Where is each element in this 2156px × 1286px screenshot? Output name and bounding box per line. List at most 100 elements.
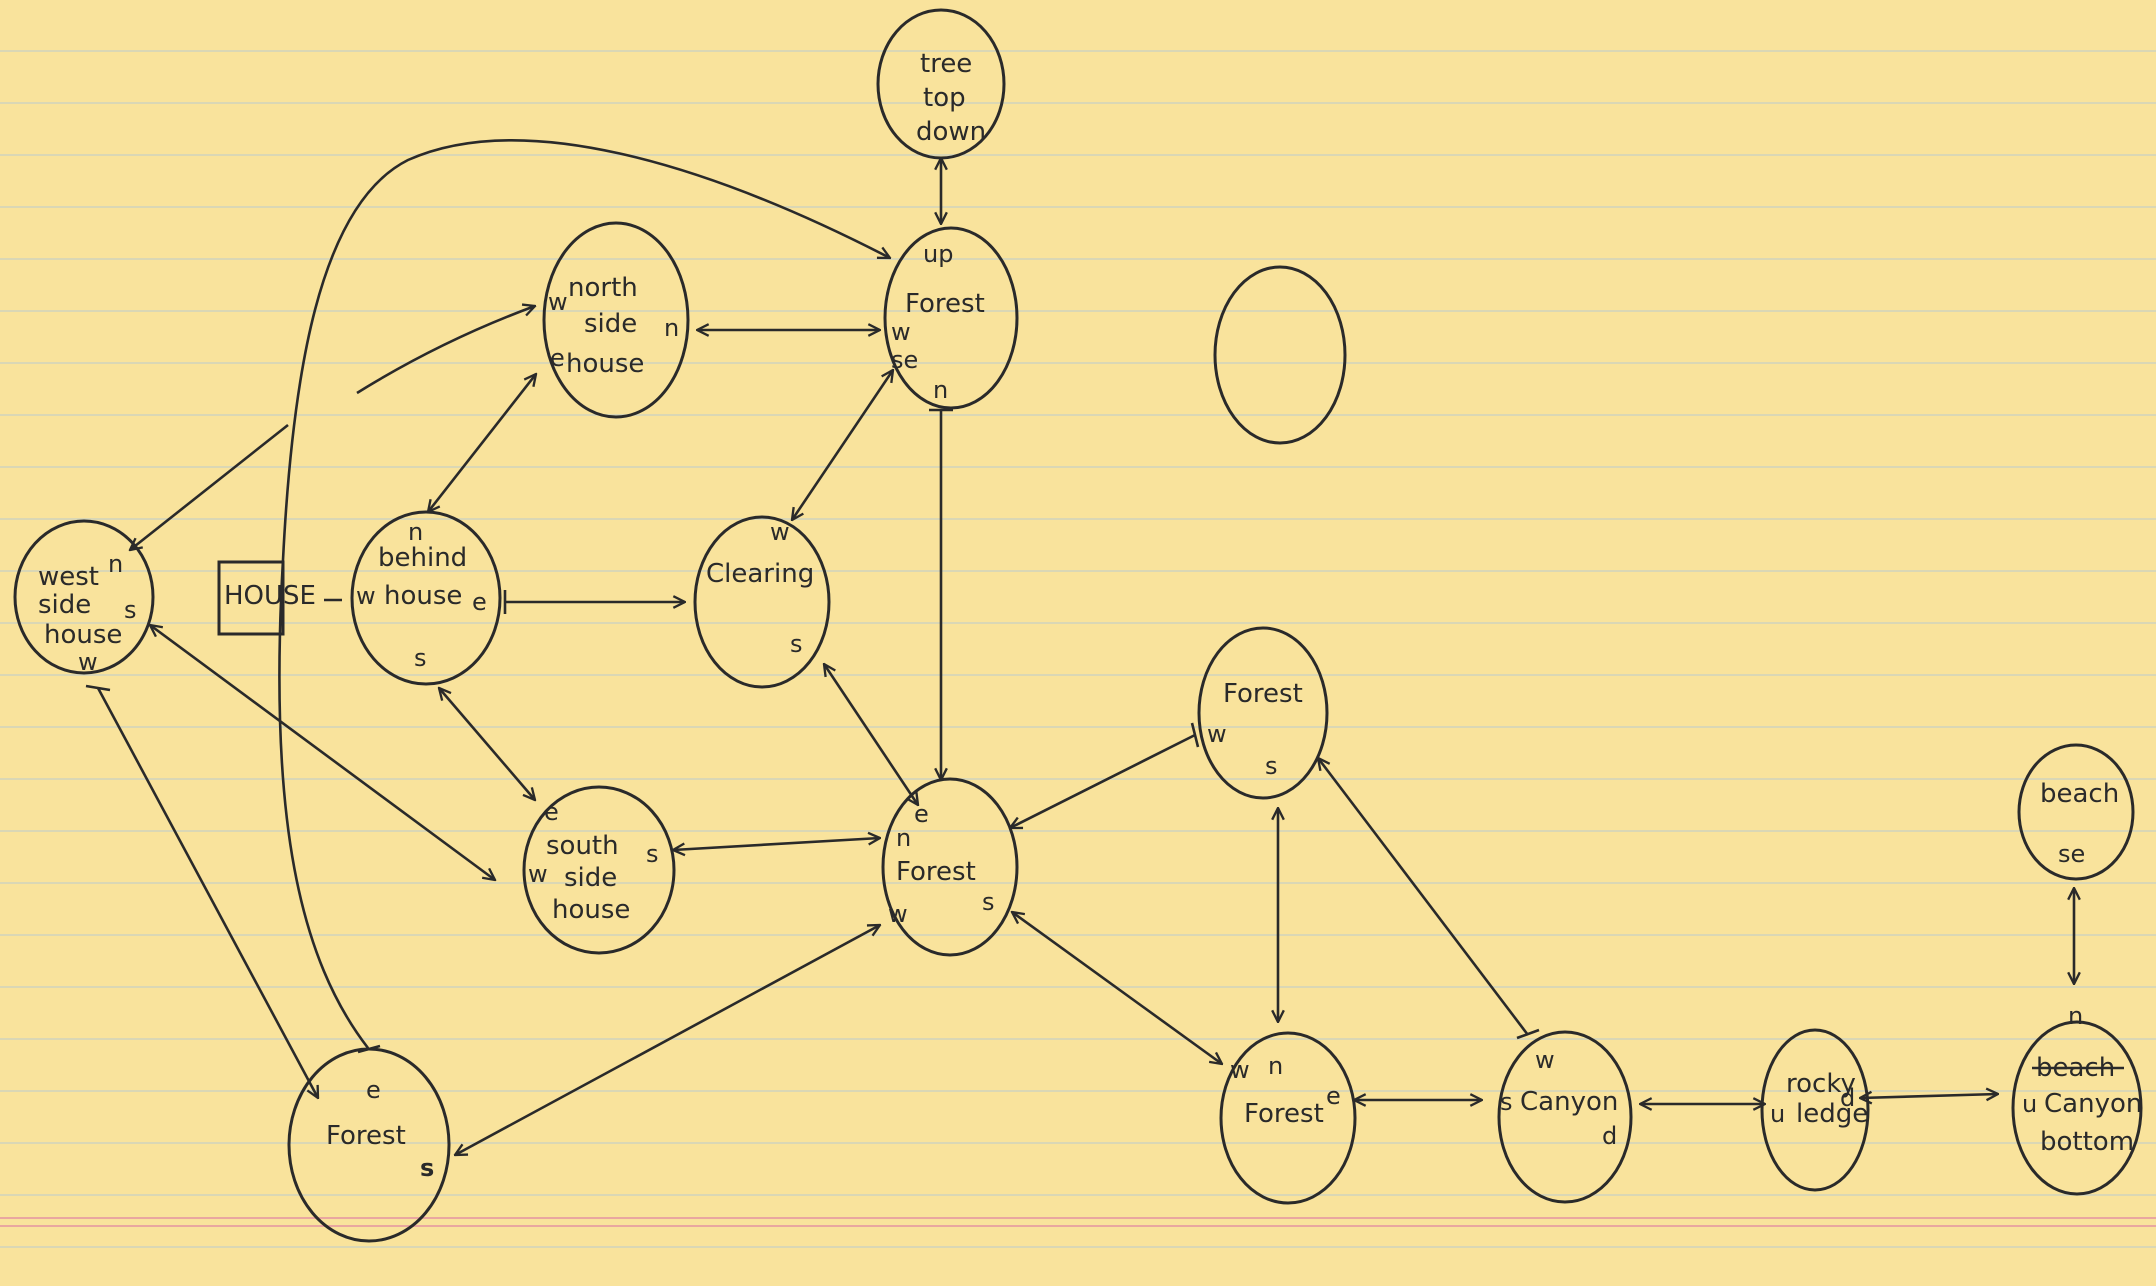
node-shape <box>287 1047 451 1243</box>
exit-label: n <box>933 376 948 404</box>
exit-label: w <box>888 900 908 928</box>
exit-label: n <box>2068 1002 2083 1030</box>
node-forest-bottom: w n Forest e <box>1219 1031 1357 1205</box>
exit-label: e <box>550 344 565 372</box>
node-label-line: Clearing <box>706 559 814 589</box>
door-mark <box>85 684 111 692</box>
exit-label: w <box>356 582 376 610</box>
nodes-layer: tree top down up Forest w se n north sid… <box>13 8 2143 1243</box>
exit-label: e <box>544 798 559 826</box>
node-tree-top-down: tree top down <box>876 8 1006 160</box>
node-label-line: house <box>44 620 122 650</box>
exit-label: w <box>891 318 911 346</box>
node-empty <box>1213 265 1347 445</box>
edge-canyon-forest-east <box>1318 758 1530 1036</box>
node-label-line: Canyon <box>2044 1089 2142 1119</box>
node-shape <box>693 515 831 689</box>
exit-label: n <box>108 550 123 578</box>
node-shape <box>1213 265 1347 445</box>
exit-label: s <box>1265 752 1278 780</box>
exit-label: s <box>414 644 427 672</box>
node-label-line: north <box>568 273 638 303</box>
node-shape <box>883 226 1019 410</box>
node-shape <box>881 777 1019 957</box>
exit-label: s <box>790 630 803 658</box>
node-shape <box>522 785 676 955</box>
exit-label: u <box>1770 1100 1785 1128</box>
node-label-line: Forest <box>905 289 985 319</box>
edge-forest-center-forest-bottom-left <box>455 925 880 1155</box>
node-label-line: behind <box>378 543 467 573</box>
node-beach: beach se <box>2017 743 2135 881</box>
edge-west-side-house-north-side-house <box>356 306 535 395</box>
node-label-line: house <box>566 349 644 379</box>
node-label-line: side <box>584 309 637 339</box>
edge-forest-top-clearing <box>792 370 893 520</box>
node-shape <box>542 221 690 419</box>
node-shape <box>350 510 502 686</box>
edge-forest-east-forest-center <box>1010 733 1196 828</box>
node-canyon-bottom: n beach u Canyon bottom <box>2011 1002 2143 1196</box>
node-forest-center: e n Forest w s <box>881 777 1019 957</box>
exit-label: n <box>896 824 911 852</box>
edge-rocky-ledge-canyon-bottom <box>1860 1094 1998 1098</box>
node-label-line: house <box>384 581 462 611</box>
exit-label: s <box>420 1154 434 1182</box>
node-label-line: tree <box>920 49 972 79</box>
node-label-line: rocky <box>1786 1069 1856 1099</box>
exit-label: w <box>78 648 98 676</box>
node-label-line: Forest <box>1244 1099 1324 1129</box>
exit-label: s <box>124 596 137 624</box>
node-label-line: down <box>916 117 986 147</box>
node-north-side-house: north side house w e n <box>542 221 690 419</box>
exit-label: n <box>408 518 423 546</box>
node-south-side-house: e south w side house s <box>522 785 676 955</box>
node-forest-east: Forest w s <box>1197 626 1329 800</box>
node-label-line: Forest <box>896 857 976 887</box>
door-mark <box>1516 1028 1540 1040</box>
exit-label: e <box>366 1076 381 1104</box>
edge-west-side-house-forest-bottom-left <box>96 687 318 1098</box>
house-label: HOUSE <box>224 581 316 611</box>
node-label-line: bottom <box>2040 1127 2134 1157</box>
edge-forest-center-forest-bottom <box>1012 912 1222 1064</box>
exit-label: up <box>923 240 953 268</box>
node-forest-bottom-left: e Forest s <box>287 1047 451 1243</box>
node-label-line: side <box>38 590 91 620</box>
edge-south-side-house-forest-center <box>673 838 880 850</box>
node-shape <box>1497 1030 1633 1204</box>
exit-label: e <box>1326 1082 1341 1110</box>
exit-label: w <box>770 518 790 546</box>
exit-label: w <box>528 860 548 888</box>
node-canyon: w s Canyon d <box>1497 1030 1633 1204</box>
node-shape <box>1760 1028 1870 1192</box>
node-label-line: side <box>564 863 617 893</box>
exit-label: n <box>1268 1052 1283 1080</box>
node-rocky-ledge: rocky ledge u d <box>1760 1028 1870 1192</box>
exit-label: se <box>891 346 918 374</box>
node-label-line: top <box>923 83 966 113</box>
node-label-line: Canyon <box>1520 1087 1618 1117</box>
edge-west-side-house-south-side-house <box>150 625 495 880</box>
exit-label: s <box>982 888 995 916</box>
exit-label: w <box>1230 1056 1250 1084</box>
node-label-line: ledge <box>1796 1099 1868 1129</box>
node-label-line: west <box>38 562 99 592</box>
node-shape <box>1219 1031 1357 1205</box>
exit-label: e <box>472 588 487 616</box>
node-label-line: Forest <box>1223 679 1303 709</box>
node-label-line: south <box>546 831 619 861</box>
edge-behind-house-north-side-house <box>428 374 536 512</box>
exit-label: w <box>1535 1046 1555 1074</box>
node-shape <box>2011 1020 2143 1196</box>
node-house-box: HOUSE <box>217 560 316 636</box>
exit-label: e <box>914 800 929 828</box>
exit-label: d <box>1602 1122 1617 1150</box>
exit-label: u <box>2022 1090 2037 1118</box>
node-label-line: Forest <box>326 1121 406 1151</box>
exit-label: n <box>664 314 679 342</box>
exit-label: s <box>646 840 659 868</box>
exit-label: w <box>1207 720 1227 748</box>
